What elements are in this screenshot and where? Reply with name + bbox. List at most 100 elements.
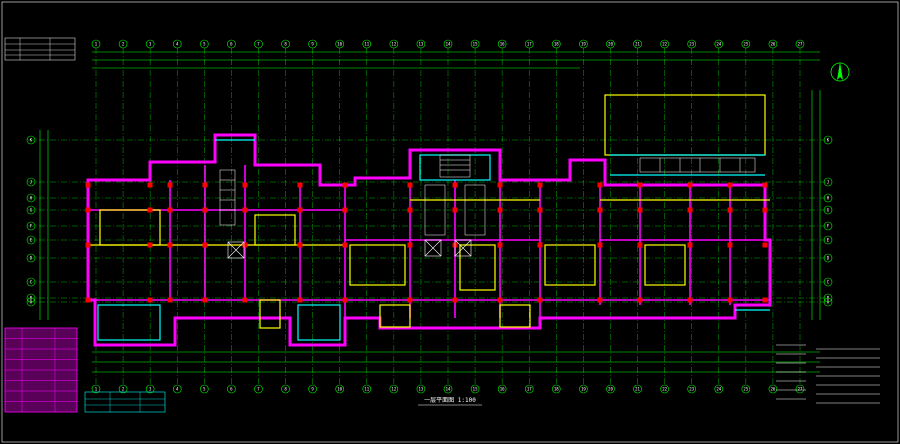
- axis-bubble: [281, 39, 290, 49]
- elevator-shafts: [227, 239, 472, 259]
- axis-label: 10: [337, 387, 342, 392]
- axis-bubble: [823, 205, 833, 215]
- axis-bubble: [281, 384, 290, 394]
- axis-label: 6: [230, 42, 233, 47]
- column: [452, 182, 458, 188]
- axis-bubble: [823, 253, 833, 263]
- axis-label: 16: [500, 42, 505, 47]
- column: [452, 297, 458, 303]
- column: [497, 182, 503, 188]
- column: [497, 207, 503, 213]
- axis-bubble: [172, 39, 182, 49]
- axis-bubble: [416, 39, 426, 49]
- column: [727, 242, 733, 248]
- column: [167, 182, 173, 188]
- column: [242, 182, 248, 188]
- axis-bubble: [497, 39, 507, 49]
- axis-label: 3: [149, 42, 152, 47]
- column: [342, 242, 348, 248]
- axis-bubble: [687, 384, 696, 394]
- column: [727, 297, 733, 303]
- axis-label: 7: [257, 42, 260, 47]
- axis-bubble: [552, 39, 561, 49]
- axis-label: 22: [662, 42, 667, 47]
- axis-label: 4: [176, 387, 179, 392]
- column: [762, 207, 768, 213]
- column: [497, 242, 503, 248]
- axis-bubble: [389, 384, 399, 394]
- axis-label: 27: [798, 42, 803, 47]
- axis-bubble: [823, 221, 833, 231]
- column: [297, 297, 303, 303]
- axis-bubble: [118, 384, 128, 394]
- axis-label: 17: [527, 42, 532, 47]
- glazing-lines: [97, 139, 770, 341]
- column: [687, 182, 693, 188]
- axis-bubble: [389, 39, 399, 49]
- axis-bubble: [470, 384, 480, 394]
- column: [727, 207, 733, 213]
- axis-label: 19: [581, 42, 586, 47]
- column: [687, 297, 693, 303]
- column: [342, 297, 348, 303]
- axis-bubble: [524, 39, 534, 49]
- axis-label: 26: [771, 387, 776, 392]
- column: [597, 242, 603, 248]
- axis-bubble: [823, 193, 833, 203]
- axis-label: H: [30, 196, 33, 201]
- axis-label: 4: [176, 42, 179, 47]
- axis-label: 13: [419, 387, 424, 392]
- axis-bubble: [26, 293, 36, 303]
- stairs: [219, 154, 756, 236]
- axis-bubble: [91, 384, 101, 394]
- axis-bubble: [823, 235, 833, 245]
- axis-bubble: [308, 384, 317, 394]
- column: [297, 207, 303, 213]
- axis-bubble: [172, 384, 182, 394]
- axis-label: A: [827, 300, 830, 305]
- axis-label: 27: [798, 387, 803, 392]
- axis-label: 6: [230, 387, 233, 392]
- axis-label: 11: [364, 42, 369, 47]
- vertical-grid-lines: [95, 48, 801, 385]
- axis-bubble: [768, 384, 778, 394]
- axis-label: 23: [689, 387, 694, 392]
- column: [85, 182, 91, 188]
- axis-bubble: [254, 39, 263, 49]
- axis-label: H: [827, 196, 830, 201]
- axis-bubble: [335, 39, 344, 49]
- axis-bubble: [606, 39, 615, 49]
- column: [597, 297, 603, 303]
- axis-label: 5: [203, 387, 206, 392]
- column: [407, 207, 413, 213]
- dimension-lines: [39, 51, 821, 373]
- column: [242, 297, 248, 303]
- axis-label: E: [827, 238, 830, 243]
- column: [537, 207, 543, 213]
- axis-label: 1: [95, 387, 98, 392]
- axis-label: 14: [446, 387, 451, 392]
- axis-label: J: [827, 180, 829, 185]
- axis-bubble: [362, 384, 372, 394]
- axis-label: 20: [608, 42, 613, 47]
- axis-bubble: [145, 39, 155, 49]
- axis-bubble: [227, 384, 236, 394]
- axis-label: 15: [473, 42, 478, 47]
- axis-label: 8: [284, 42, 287, 47]
- axis-label: 3: [149, 387, 152, 392]
- column: [762, 242, 768, 248]
- axis-label: C: [827, 280, 830, 285]
- legend-table: [4, 327, 78, 413]
- axis-bubble: [443, 384, 453, 394]
- axis-label: 23: [689, 42, 694, 47]
- axis-label: 1: [95, 42, 98, 47]
- axis-label: K: [827, 138, 830, 143]
- axis-label: 2: [122, 42, 125, 47]
- axis-label: F: [827, 224, 830, 229]
- axis-bubble: [26, 277, 36, 287]
- column: [762, 297, 768, 303]
- axis-label: A: [30, 300, 33, 305]
- column: [297, 182, 303, 188]
